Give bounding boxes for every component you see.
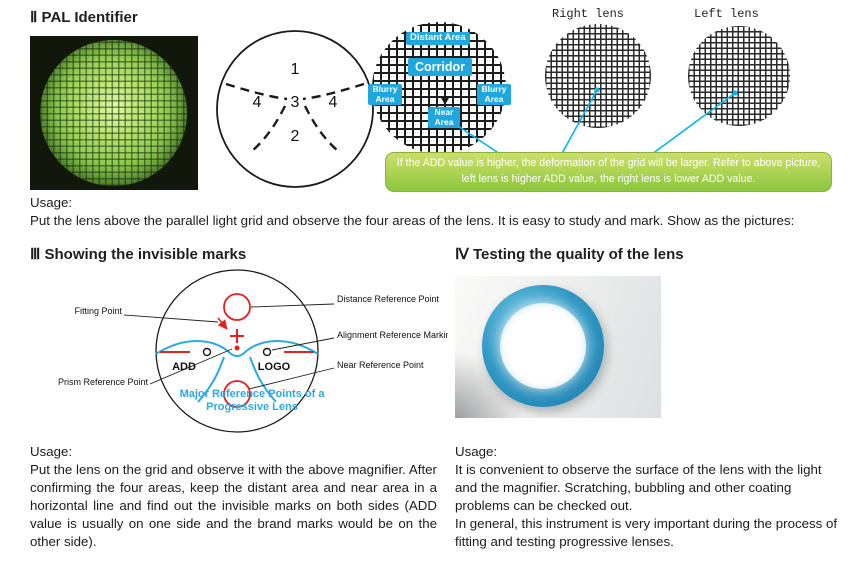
add-engraving-label: ADD bbox=[172, 361, 196, 373]
add-value-callout: If the ADD value is higher, the deformat… bbox=[385, 152, 832, 192]
near-area-arrow-icon bbox=[440, 96, 450, 105]
reference-point-labels: Fitting Point Distance Reference Point A… bbox=[58, 294, 448, 387]
alignment-reference-marking-label: Alignment Reference Marking bbox=[337, 330, 448, 340]
usage-text-quality-1: It is convenient to observe the surface … bbox=[455, 462, 822, 514]
distant-area-label: Distant Area bbox=[406, 32, 470, 45]
usage-label-pal: Usage: bbox=[30, 195, 73, 210]
green-lens-photo bbox=[30, 36, 198, 190]
illuminated-lens-surface bbox=[500, 303, 586, 389]
near-area-label: Near Area bbox=[428, 107, 460, 129]
diagram-caption: Major Reference Points of a Progressive … bbox=[172, 388, 332, 413]
section-3-heading: Ⅲ Showing the invisible marks bbox=[30, 246, 247, 263]
lens-quality-photo bbox=[455, 276, 661, 418]
section-2-heading: Ⅱ PAL Identifier bbox=[30, 9, 138, 26]
near-reference-point-label: Near Reference Point bbox=[337, 360, 424, 370]
distance-reference-circle bbox=[223, 293, 251, 321]
red-reference-marks bbox=[160, 293, 314, 408]
fitting-point-label: Fitting Point bbox=[74, 306, 122, 316]
left-lens-grid bbox=[688, 26, 790, 126]
zone-number-distance: 1 bbox=[291, 61, 300, 78]
section-4-heading: Ⅳ Testing the quality of the lens bbox=[455, 246, 684, 263]
blurry-area-right-label: Blurry Area bbox=[477, 84, 511, 106]
lens-outline-circle bbox=[216, 30, 374, 188]
label-leader-lines bbox=[123, 303, 335, 390]
usage-label-quality: Usage: bbox=[455, 444, 498, 459]
usage-label-marks: Usage: bbox=[30, 444, 73, 459]
distance-reference-point-label: Distance Reference Point bbox=[337, 294, 440, 304]
right-lens-grid bbox=[545, 24, 651, 128]
corridor-label: Corridor bbox=[408, 58, 472, 76]
right-lens-caption: Right lens bbox=[552, 7, 625, 21]
usage-text-marks: Put the lens on the grid and observe it … bbox=[30, 462, 437, 550]
lens-outline bbox=[155, 269, 319, 433]
usage-text-pal: Put the lens above the parallel light gr… bbox=[30, 213, 795, 228]
logo-engraving-label: LOGO bbox=[258, 361, 291, 373]
zone-number-near: 2 bbox=[291, 128, 300, 145]
prism-reference-dot bbox=[234, 345, 240, 351]
zone-dashed-boundaries bbox=[225, 82, 365, 152]
alignment-marks bbox=[202, 347, 272, 357]
prism-reference-point-label: Prism Reference Point bbox=[58, 377, 149, 387]
lens-zones-diagram: 1 4 3 4 2 bbox=[216, 30, 374, 188]
zone-numbers: 1 4 3 4 2 bbox=[253, 61, 338, 145]
zone-number-blur-right: 4 bbox=[329, 94, 338, 111]
reference-points-diagram: Fitting Point Distance Reference Point A… bbox=[58, 269, 448, 433]
near-reference-circle bbox=[223, 380, 251, 408]
left-lens-caption: Left lens bbox=[694, 7, 759, 21]
corridor-curves bbox=[155, 340, 319, 403]
usage-text-quality-2: In general, this instrument is very impo… bbox=[455, 516, 838, 550]
engraving-labels: ADD LOGO bbox=[172, 361, 291, 373]
fitting-point-arrow bbox=[217, 317, 228, 330]
zone-number-blur-left: 4 bbox=[253, 94, 262, 111]
green-lens-grid-circle bbox=[40, 40, 187, 186]
blue-lens-holder-ring bbox=[482, 285, 604, 407]
blurry-area-left-label: Blurry Area bbox=[368, 84, 402, 106]
diagram-caption-line-1: Major Reference Points of a bbox=[179, 388, 325, 400]
diagram-caption-line-2: Progressive Lens bbox=[206, 400, 298, 413]
zone-number-corridor: 3 bbox=[291, 94, 300, 111]
